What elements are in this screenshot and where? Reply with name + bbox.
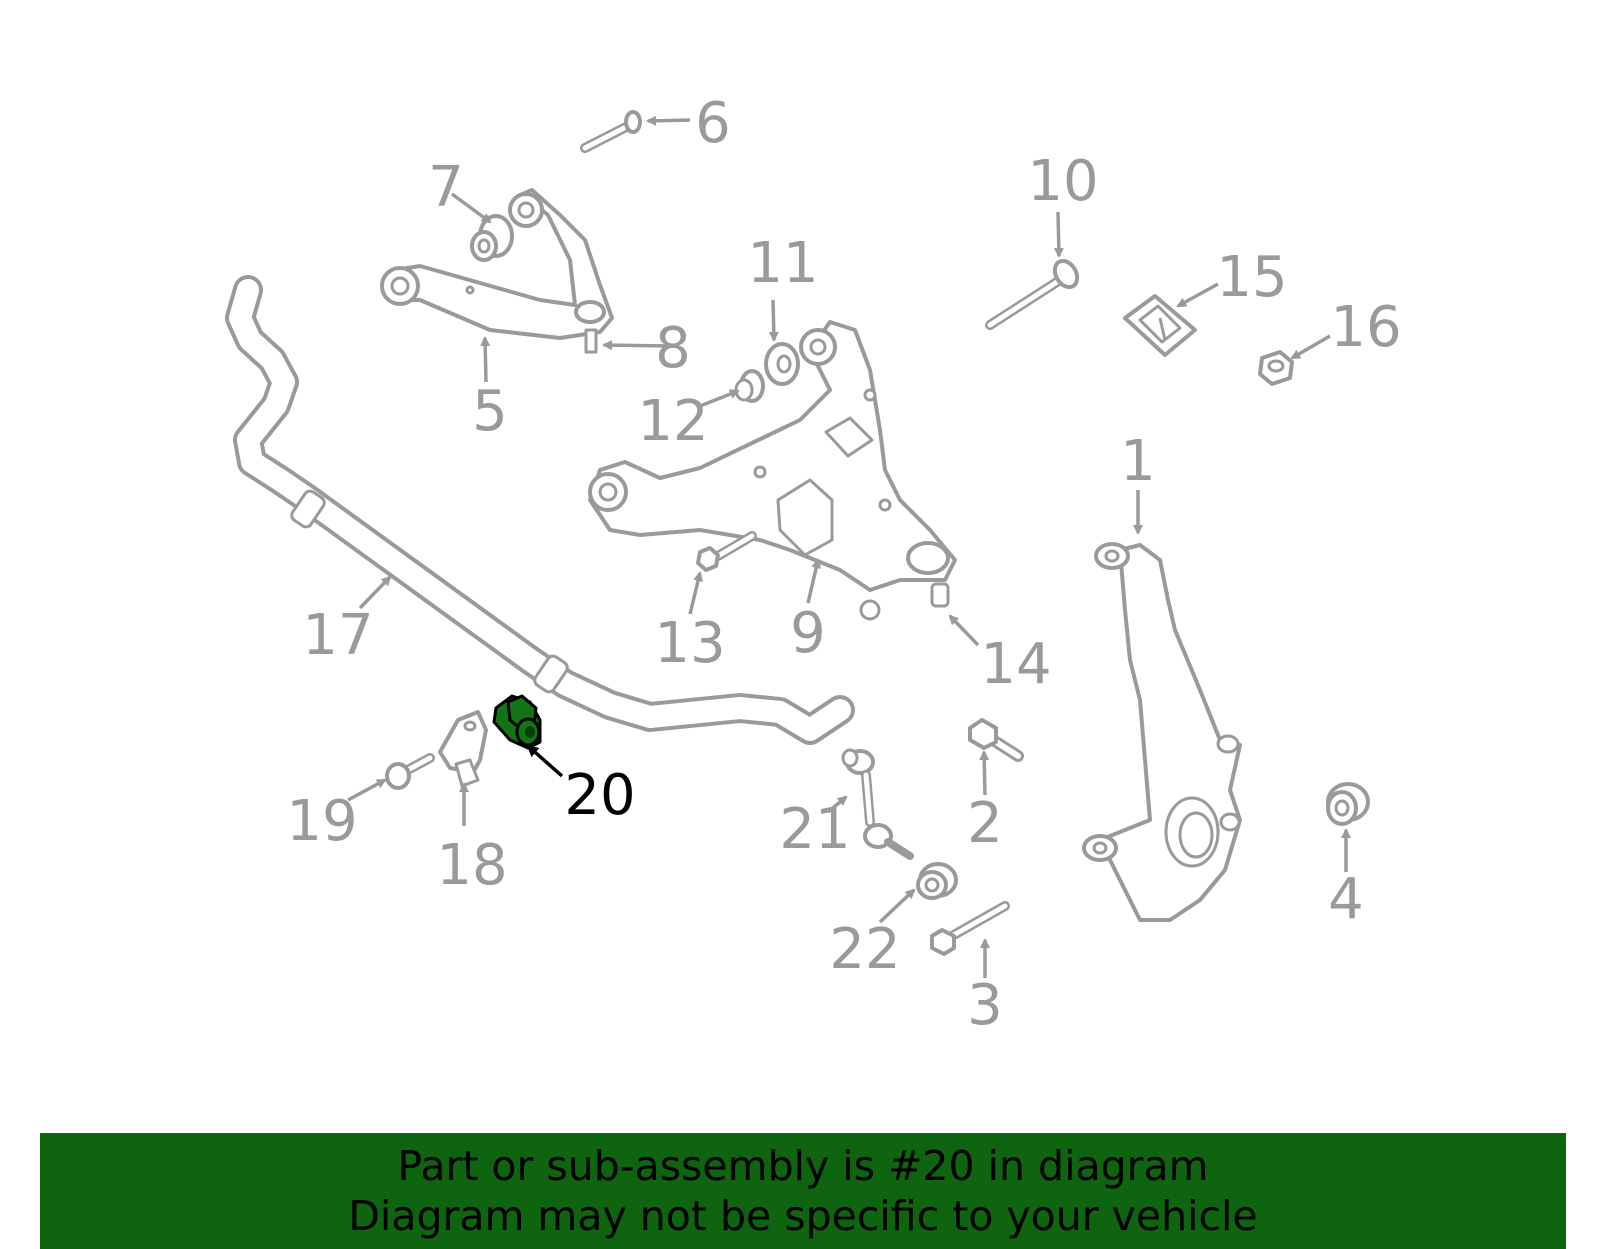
cam-nut [1258,350,1294,386]
callout-5: 5 [472,379,508,444]
knuckle-bolt-short [968,718,1024,762]
callout-17: 17 [302,603,373,668]
lower-arm-bolt [696,531,757,572]
callout-1: 1 [1120,429,1156,494]
callout-12: 12 [637,389,708,454]
cam-plate [1123,294,1197,357]
banner-line-part-number: Part or sub-assembly is #20 in diagram [397,1142,1209,1190]
lower-arm-bushing-small [734,369,765,403]
callout-20: 20 [564,763,635,828]
callout-16: 16 [1330,295,1401,360]
info-banner: Part or sub-assembly is #20 in diagram D… [40,1133,1566,1249]
callout-11: 11 [747,231,818,296]
callout-9: 9 [790,601,826,666]
stabilizer-link [841,748,914,860]
callout-15: 15 [1216,245,1287,310]
callout-22: 22 [829,917,900,982]
bracket-bolt [385,753,435,790]
stabilizer-bracket [438,710,488,788]
steering-knuckle [1082,542,1242,922]
callout-10: 10 [1027,149,1098,214]
callout-6: 6 [695,91,731,156]
callout-8: 8 [655,316,691,381]
callout-labels: 1 2 3 4 5 6 7 8 9 10 11 12 13 14 15 16 1… [286,91,1401,1038]
upper-arm-bushing [470,214,514,262]
callout-19: 19 [286,789,357,854]
callout-18: 18 [436,833,507,898]
upper-arm-bolt [580,110,642,153]
callout-14: 14 [980,632,1051,697]
callout-2: 2 [967,791,1003,856]
lower-arm-washer [764,342,800,386]
callout-7: 7 [428,155,464,220]
lower-arm-long-bolt [985,258,1080,330]
upper-control-arm [380,188,614,354]
callout-13: 13 [654,611,725,676]
callout-3: 3 [967,973,1003,1038]
callout-4: 4 [1328,867,1364,932]
stabilizer-bar [225,275,855,745]
leader-lines [347,115,1351,978]
lower-control-arm [588,320,957,621]
knuckle-bolt-long [930,901,1010,956]
banner-line-disclaimer: Diagram may not be specific to your vehi… [348,1192,1258,1240]
link-bushing [916,862,958,900]
callout-21: 21 [779,797,850,862]
stabilizer-bushing-highlighted [492,694,542,750]
knuckle-nut [1326,782,1370,826]
ball-joint-stud [930,582,950,608]
